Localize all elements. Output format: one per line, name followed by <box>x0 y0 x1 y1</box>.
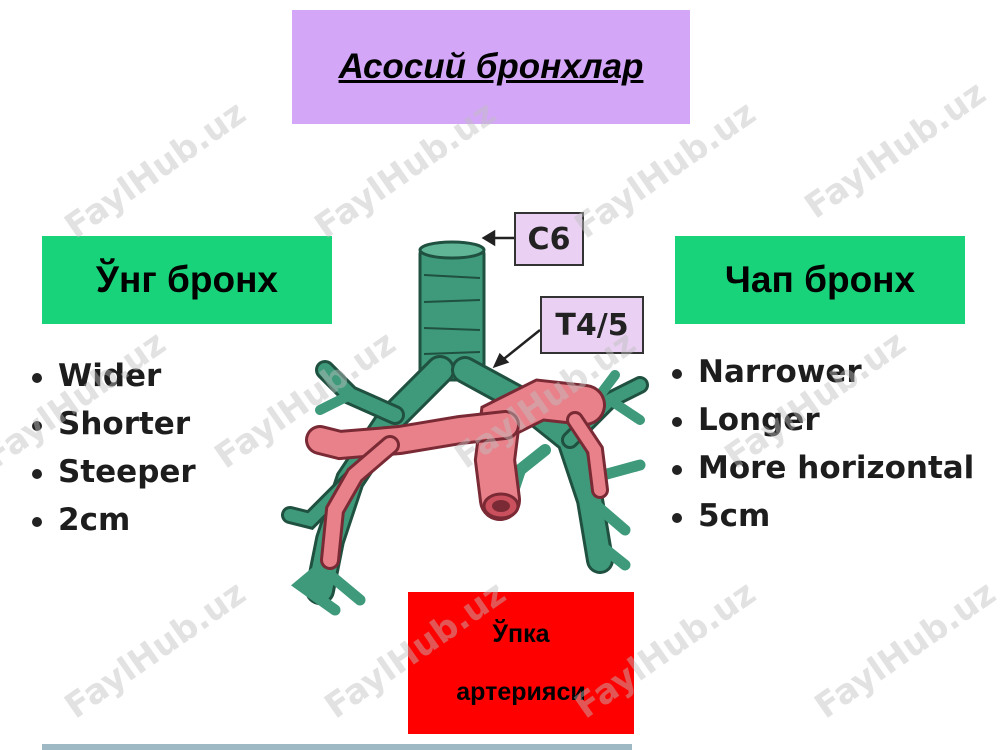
bullet-icon <box>32 372 42 383</box>
list-item: Longer <box>672 396 974 444</box>
bullet-icon <box>32 468 42 479</box>
trachea <box>418 240 486 382</box>
pulmonary-artery-label-line1: Ўпка <box>492 620 550 648</box>
bullet-icon <box>672 368 682 379</box>
pulmonary-artery <box>305 378 609 570</box>
label-arrows <box>481 229 541 369</box>
bullet-icon <box>32 420 42 431</box>
list-item: Shorter <box>32 400 196 448</box>
title-banner: Асосий бронхлар <box>292 10 690 124</box>
left-bronchus-features: Narrower Longer More horizontal 5cm <box>672 348 974 540</box>
bullet-icon <box>32 516 42 527</box>
pulmonary-artery-label: Ўпка артерияси <box>408 592 634 734</box>
left-bronchus-label-text: Чап бронх <box>724 259 916 300</box>
right-bronchus-label: Ўнг бронх <box>42 236 332 324</box>
left-bronchus-label: Чап бронх <box>675 236 965 324</box>
list-item: 5cm <box>672 492 974 540</box>
c6-label: C6 <box>514 212 584 266</box>
t4-5-label: T4/5 <box>540 296 644 354</box>
list-item: Narrower <box>672 348 974 396</box>
right-bronchus-label-text: Ўнг бронх <box>95 259 279 300</box>
right-bronchus-features: Wider Shorter Steeper 2cm <box>32 352 196 544</box>
bottom-divider <box>42 744 632 750</box>
list-item: Steeper <box>32 448 196 496</box>
list-item: 2cm <box>32 496 196 544</box>
bullet-icon <box>672 416 682 427</box>
list-item: More horizontal <box>672 444 974 492</box>
bullet-icon <box>672 512 682 523</box>
page-title: Асосий бронхлар <box>338 47 644 86</box>
pulmonary-artery-label-line2: артерияси <box>456 678 586 706</box>
right-main-bronchus <box>281 355 455 616</box>
list-item: Wider <box>32 352 196 400</box>
bullet-icon <box>672 464 682 475</box>
